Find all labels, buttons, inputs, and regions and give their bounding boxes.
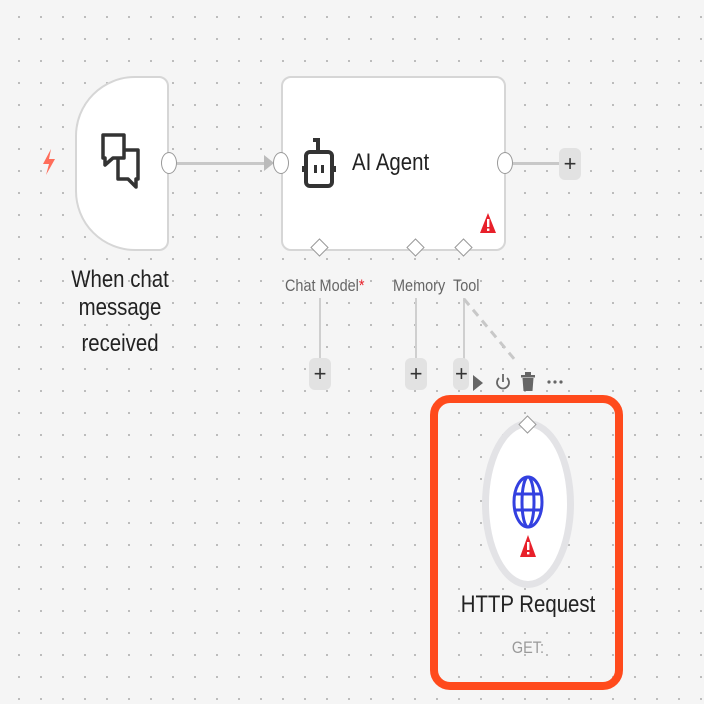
tool-label: Tool: [453, 276, 480, 295]
trigger-title-line1: When chat message: [71, 266, 169, 321]
http-request-node[interactable]: [482, 420, 574, 588]
http-title: HTTP Request: [460, 591, 596, 618]
chat-model-label: Chat Model*: [285, 276, 365, 296]
required-mark: *: [358, 276, 365, 295]
trigger-bolt-icon: [43, 149, 55, 175]
agent-input-handle[interactable]: [273, 152, 289, 174]
add-chat-model-button[interactable]: +: [309, 358, 331, 390]
robot-icon: [302, 138, 336, 188]
connection-line: [177, 162, 269, 165]
more-options-icon[interactable]: [547, 380, 563, 384]
execute-node-icon[interactable]: [472, 374, 484, 392]
trigger-title: When chat message received: [20, 266, 220, 358]
chat-model-label-text: Chat Model: [285, 276, 359, 295]
globe-icon: [512, 475, 544, 529]
agent-output-line: [513, 162, 561, 165]
http-warning-icon: [520, 535, 536, 557]
agent-title: AI Agent: [352, 149, 430, 176]
add-memory-button[interactable]: +: [405, 358, 427, 390]
arrow-head-icon: [264, 155, 274, 171]
ai-agent-node[interactable]: [281, 76, 506, 251]
chat-trigger-node[interactable]: [75, 76, 169, 251]
memory-label: Memory: [393, 276, 446, 295]
deactivate-node-icon[interactable]: [495, 373, 511, 391]
trigger-output-handle[interactable]: [161, 152, 177, 174]
selection-highlight: [430, 395, 623, 690]
memory-line: [415, 298, 417, 360]
add-tool-button[interactable]: +: [453, 358, 469, 390]
warning-icon: [480, 213, 496, 233]
http-subtitle: GET:: [511, 638, 545, 657]
chat-model-line: [319, 298, 321, 360]
tool-connection-dashed: [462, 298, 517, 361]
add-next-node-button[interactable]: +: [559, 148, 581, 180]
delete-node-icon[interactable]: [521, 372, 535, 392]
chat-icon: [101, 133, 140, 189]
trigger-title-line2: received: [81, 330, 159, 357]
agent-output-handle[interactable]: [497, 152, 513, 174]
tool-line: [463, 298, 465, 360]
